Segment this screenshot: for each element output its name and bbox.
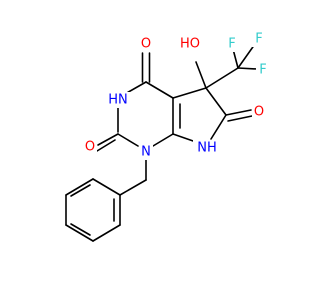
atom-n3h: HN (104, 92, 132, 108)
atom-o-left-label: O (85, 140, 95, 155)
atom-hydroxyl: HO (177, 36, 203, 52)
bond-c2-o-double-a (97, 133, 119, 146)
bond-n7-c7a (172, 133, 197, 143)
bond-c4a-c4 (145, 81, 174, 99)
atom-o-top-label: O (141, 37, 151, 52)
bond-c5-cf3 (205, 67, 239, 89)
atom-fluorine-3-label: F (259, 63, 266, 78)
atom-n1-label: N (141, 145, 151, 160)
bond-ch2-phenyl (119, 179, 147, 196)
atom-labels: O HO F F F HN O O (83, 31, 270, 160)
bond-c6-o-double-a (225, 109, 252, 116)
atom-fluorine-3: F (256, 62, 270, 78)
atom-fluorine-2: F (252, 31, 266, 47)
bond-ph-3 (65, 224, 94, 242)
bond-cf3-f2 (237, 43, 256, 69)
bond-ph-inner-c (70, 184, 91, 197)
bond-ph-inner-b (70, 223, 91, 236)
atom-n3h-label: HN (108, 93, 128, 108)
atom-n7h: NH (193, 140, 221, 156)
atom-fluorine-2-label: F (255, 32, 262, 47)
bond-c6-n7 (210, 114, 227, 140)
atom-o-top: O (139, 36, 153, 52)
atom-o-right-label: O (254, 105, 264, 120)
atom-n1: N (139, 144, 153, 160)
bond-c6-o-double-b (227, 115, 253, 122)
bond-cf3-f3 (237, 67, 258, 70)
bond-ph-5 (65, 178, 94, 196)
bond-c5-oh (195, 61, 207, 89)
atom-n7h-label: NH (197, 141, 217, 156)
molecule-structure: O HO F F F HN O O (65, 31, 270, 242)
atom-o-right: O (252, 104, 266, 120)
atom-o-left: O (83, 139, 97, 155)
atom-hydroxyl-label: HO (180, 37, 200, 52)
bond-ph-2 (92, 224, 121, 242)
bond-lines (65, 43, 258, 242)
bond-ph-6 (92, 178, 121, 196)
atom-fluorine-1: F (225, 36, 239, 52)
bond-cf3-f1 (232, 48, 239, 69)
bond-c4a-c5 (172, 87, 207, 99)
structure-canvas: O HO F F F HN O O (65, 31, 270, 242)
bond-c2-o-double-b (96, 139, 116, 152)
bond-n1-c7a (152, 133, 174, 147)
bond-c5-c6 (205, 87, 227, 116)
atom-fluorine-1-label: F (228, 37, 235, 52)
bond-c2-n1 (117, 133, 139, 147)
